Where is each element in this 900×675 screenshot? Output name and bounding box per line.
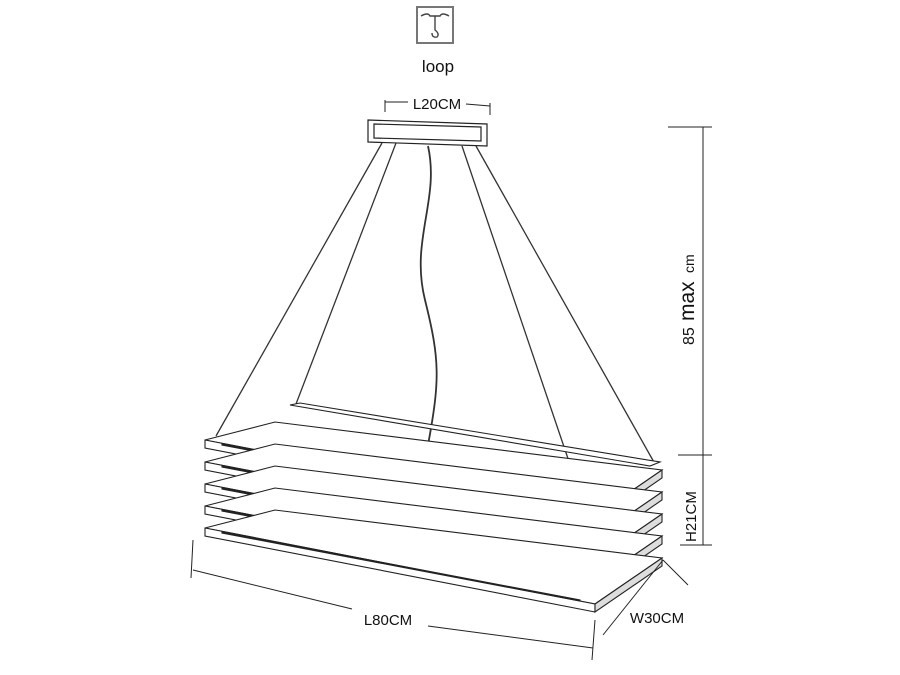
lamp-body <box>204 402 664 614</box>
width-dimension-line <box>602 559 689 636</box>
length-label: L80CM <box>364 612 412 629</box>
slat-side <box>594 556 663 614</box>
back-frame <box>289 402 663 467</box>
drop-max-label: max <box>676 281 699 321</box>
canopy <box>367 119 488 147</box>
height-label: H21CM <box>683 491 700 542</box>
canopy-dimension-line <box>384 100 491 115</box>
slat-groove <box>221 531 581 602</box>
mount-label: loop <box>422 57 454 76</box>
width-label: W30CM <box>630 610 684 627</box>
length-dimension-line <box>190 539 596 661</box>
drop-dimension-line <box>668 126 712 546</box>
drop-value-label: 85 <box>681 327 698 345</box>
drop-unit-label: cm <box>681 254 697 273</box>
suspension-wires <box>215 142 656 495</box>
ceiling-hook-icon <box>416 6 454 44</box>
drop-label-group: 85 max cm <box>676 254 699 345</box>
canopy-length-label: L20CM <box>413 96 461 113</box>
